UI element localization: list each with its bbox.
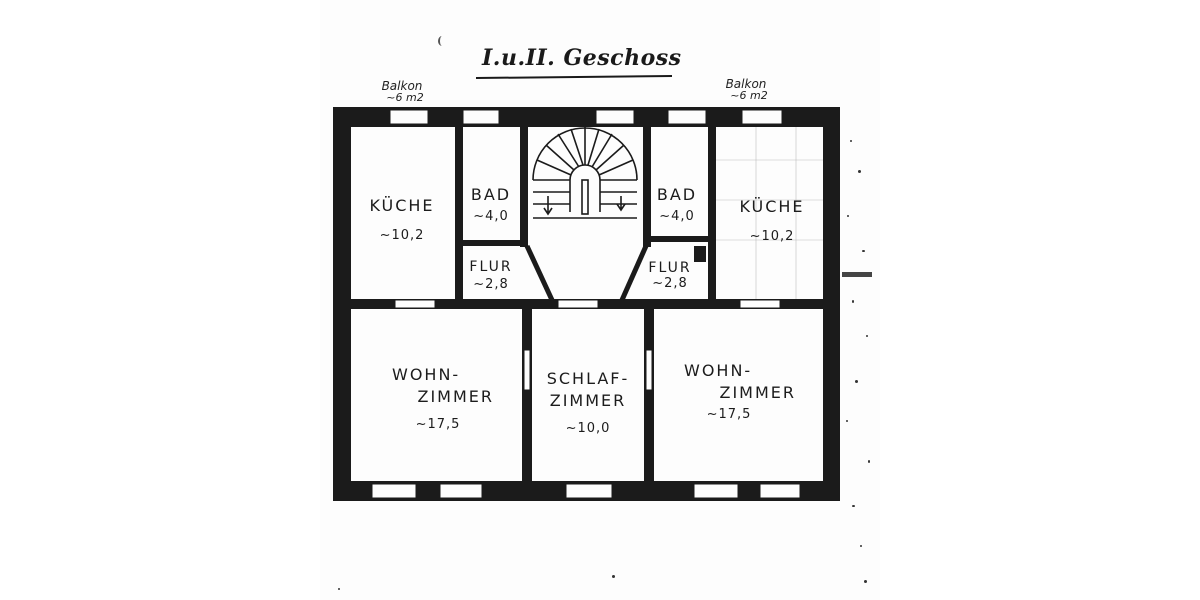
- window-bad-right: [667, 109, 707, 125]
- door-v-schlaf-wohn: [645, 349, 653, 391]
- room-flur-left-area: ~2,8: [473, 277, 509, 292]
- wall-h-bad-flur-left: [460, 240, 526, 246]
- wall-h-bad-flur-right: [648, 236, 714, 242]
- room-wohnzimmer-right-name-1: WOHN-: [684, 361, 753, 380]
- kitchen-right-shading: [716, 127, 823, 299]
- window-wohn-right-2: [759, 483, 801, 499]
- room-wohnzimmer-left: WOHN- ZIMMER ~17,5: [376, 364, 500, 436]
- wall-v-wohn-schlaf: [522, 305, 532, 485]
- room-schlafzimmer-area: ~10,0: [565, 421, 611, 436]
- balcony-left-label: Balkon: [381, 79, 423, 93]
- window-wohn-left-1: [371, 483, 417, 499]
- window-kueche-left: [389, 109, 429, 125]
- wall-v-bad-stair-left: [520, 107, 528, 247]
- room-wohnzimmer-left-name-2: ZIMMER: [417, 387, 494, 406]
- door-schlaf: [557, 299, 599, 309]
- balcony-right-size: ~6 m2: [730, 89, 768, 102]
- stair-newel: [581, 179, 589, 215]
- window-kueche-right: [741, 109, 783, 125]
- room-bad-right-area: ~4,0: [659, 209, 695, 224]
- room-wohnzimmer-left-area: ~17,5: [415, 417, 461, 432]
- balcony-right-label: Balkon: [725, 77, 767, 91]
- room-flur-left: FLUR ~2,8: [460, 258, 522, 294]
- window-bad-left: [462, 109, 500, 125]
- room-bad-right-name: BAD: [656, 185, 698, 204]
- window-schlaf: [565, 483, 613, 499]
- chimney-right: [694, 246, 706, 262]
- wall-v-kueche-bad-left: [455, 107, 463, 307]
- room-flur-right: FLUR ~2,8: [640, 260, 700, 292]
- room-kueche-left: KÜCHE ~10,2: [352, 195, 452, 247]
- room-kueche-left-area: ~10,2: [379, 228, 425, 243]
- wall-v-bad-kueche-right: [708, 107, 716, 307]
- door-v-wohn-schlaf: [523, 349, 531, 391]
- room-kueche-right-area: ~10,2: [749, 229, 795, 244]
- stair-wall-left: [524, 244, 555, 302]
- room-schlafzimmer: SCHLAF- ZIMMER ~10,0: [534, 368, 642, 440]
- room-wohnzimmer-right: WOHN- ZIMMER ~17,5: [672, 360, 796, 426]
- window-wohn-left-2: [439, 483, 483, 499]
- balcony-left-size: ~6 m2: [386, 91, 424, 104]
- room-schlafzimmer-name-1: SCHLAF-: [546, 369, 630, 388]
- stair-arrow-left: [543, 196, 553, 216]
- room-bad-left: BAD ~4,0: [462, 184, 520, 228]
- room-kueche-left-name: KÜCHE: [369, 196, 435, 215]
- spiral-staircase: [532, 127, 638, 216]
- room-kueche-right-name: KÜCHE: [739, 197, 805, 216]
- room-wohnzimmer-right-name-2: ZIMMER: [719, 383, 796, 402]
- room-schlafzimmer-name-2: ZIMMER: [549, 391, 627, 410]
- wall-v-stair-bad-right: [643, 107, 651, 247]
- stair-arrow-right: [616, 196, 626, 212]
- stair-inner-arc: [569, 164, 601, 181]
- room-bad-left-name: BAD: [470, 185, 512, 204]
- wall-v-schlaf-wohn: [644, 305, 654, 485]
- room-flur-left-name: FLUR: [469, 259, 513, 275]
- room-wohnzimmer-left-name-1: WOHN-: [392, 365, 461, 384]
- room-flur-right-area: ~2,8: [652, 276, 688, 291]
- balcony-label-left: Balkon ~6 m2: [362, 80, 442, 104]
- window-wohn-right-1: [693, 483, 739, 499]
- door-wohn-right: [739, 299, 781, 309]
- floor-title: I.u.II. Geschoss: [482, 45, 682, 71]
- room-flur-right-name: FLUR: [648, 260, 692, 276]
- door-wohn-left: [394, 299, 436, 309]
- stair-wall-right: [619, 244, 649, 302]
- room-wohnzimmer-right-area: ~17,5: [706, 407, 752, 422]
- stair-flank-walls: [524, 244, 649, 302]
- room-kueche-right: KÜCHE ~10,2: [722, 196, 822, 248]
- balcony-label-right: Balkon ~6 m2: [706, 78, 786, 102]
- room-bad-left-area: ~4,0: [473, 209, 509, 224]
- windows: [371, 109, 801, 499]
- room-bad-right: BAD ~4,0: [648, 184, 706, 228]
- window-stair-top: [595, 109, 635, 125]
